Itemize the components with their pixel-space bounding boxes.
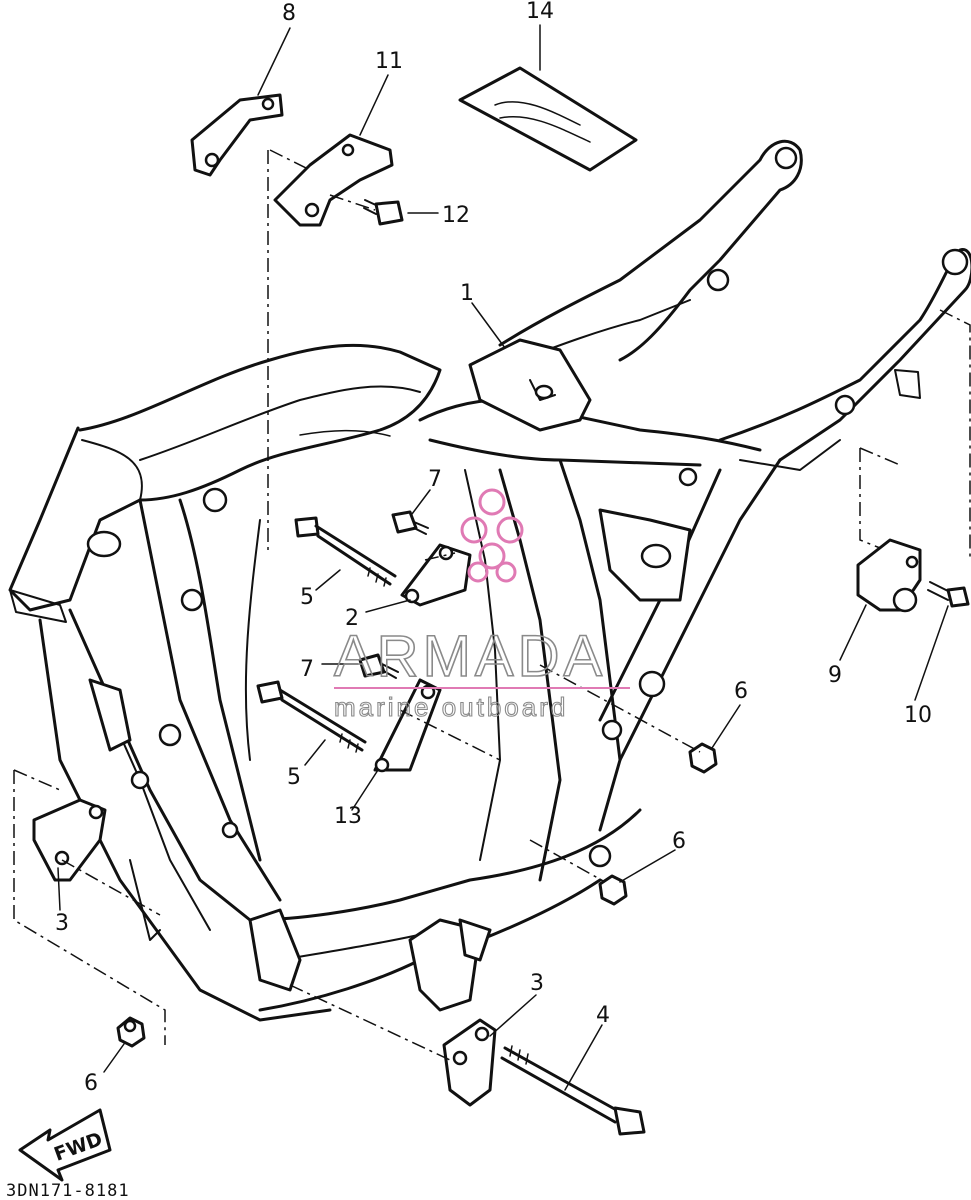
callout-3-left: 3 [55, 911, 69, 936]
nut-6-right-lower [598, 874, 628, 906]
heat-guard-14 [458, 66, 638, 172]
callout-1: 1 [460, 281, 474, 306]
bolt-5-upper [294, 516, 397, 587]
frame-main-part-1 [8, 139, 971, 1022]
callout-2: 2 [345, 606, 359, 631]
bracket-3-lower [442, 1018, 497, 1107]
bracket-3-left [32, 798, 107, 882]
armada-logo-icon [460, 488, 524, 583]
callout-10: 10 [904, 703, 932, 728]
bolt-4 [500, 1045, 646, 1136]
callout-5-upper: 5 [300, 585, 314, 610]
callout-13: 13 [334, 804, 362, 829]
callout-7-lower: 7 [300, 657, 314, 682]
armada-watermark: ARMADA marine outboard [333, 488, 630, 723]
callout-6-right-upper: 6 [734, 679, 748, 704]
callout-6-right-lower: 6 [672, 829, 686, 854]
bolt-12 [363, 199, 404, 226]
alignment-lines [13, 149, 971, 1061]
callout-8: 8 [282, 1, 296, 26]
part-code: 3DN171-8181 [6, 1181, 130, 1200]
callout-14: 14 [526, 0, 554, 24]
callout-3-lower: 3 [530, 971, 544, 996]
callout-5-lower: 5 [287, 765, 301, 790]
callout-12: 12 [442, 203, 470, 228]
engine-mount-plate-2 [400, 543, 472, 607]
engine-mount-plate-13 [373, 678, 442, 772]
bolt-5-lower [256, 680, 367, 753]
callout-9: 9 [828, 663, 842, 688]
bolt-10 [927, 581, 970, 608]
nut-6-right-upper [688, 742, 718, 774]
callout-11: 11 [375, 49, 403, 74]
callout-7-upper: 7 [428, 467, 442, 492]
bolt-7-upper [391, 510, 429, 535]
watermark-brand: ARMADA [334, 624, 606, 689]
callout-6-lower-left: 6 [84, 1071, 98, 1096]
callout-labels: 8 11 14 12 1 7 5 2 7 5 13 6 6 3 3 4 6 9 … [55, 0, 932, 1096]
bolt-7-lower [358, 653, 399, 679]
leader-lines [57, 24, 949, 1091]
watermark-tagline: marine outboard [334, 692, 568, 722]
fwd-direction-arrow: FWD [18, 1108, 112, 1182]
callout-4: 4 [596, 1003, 610, 1028]
bracket-11 [273, 133, 394, 227]
